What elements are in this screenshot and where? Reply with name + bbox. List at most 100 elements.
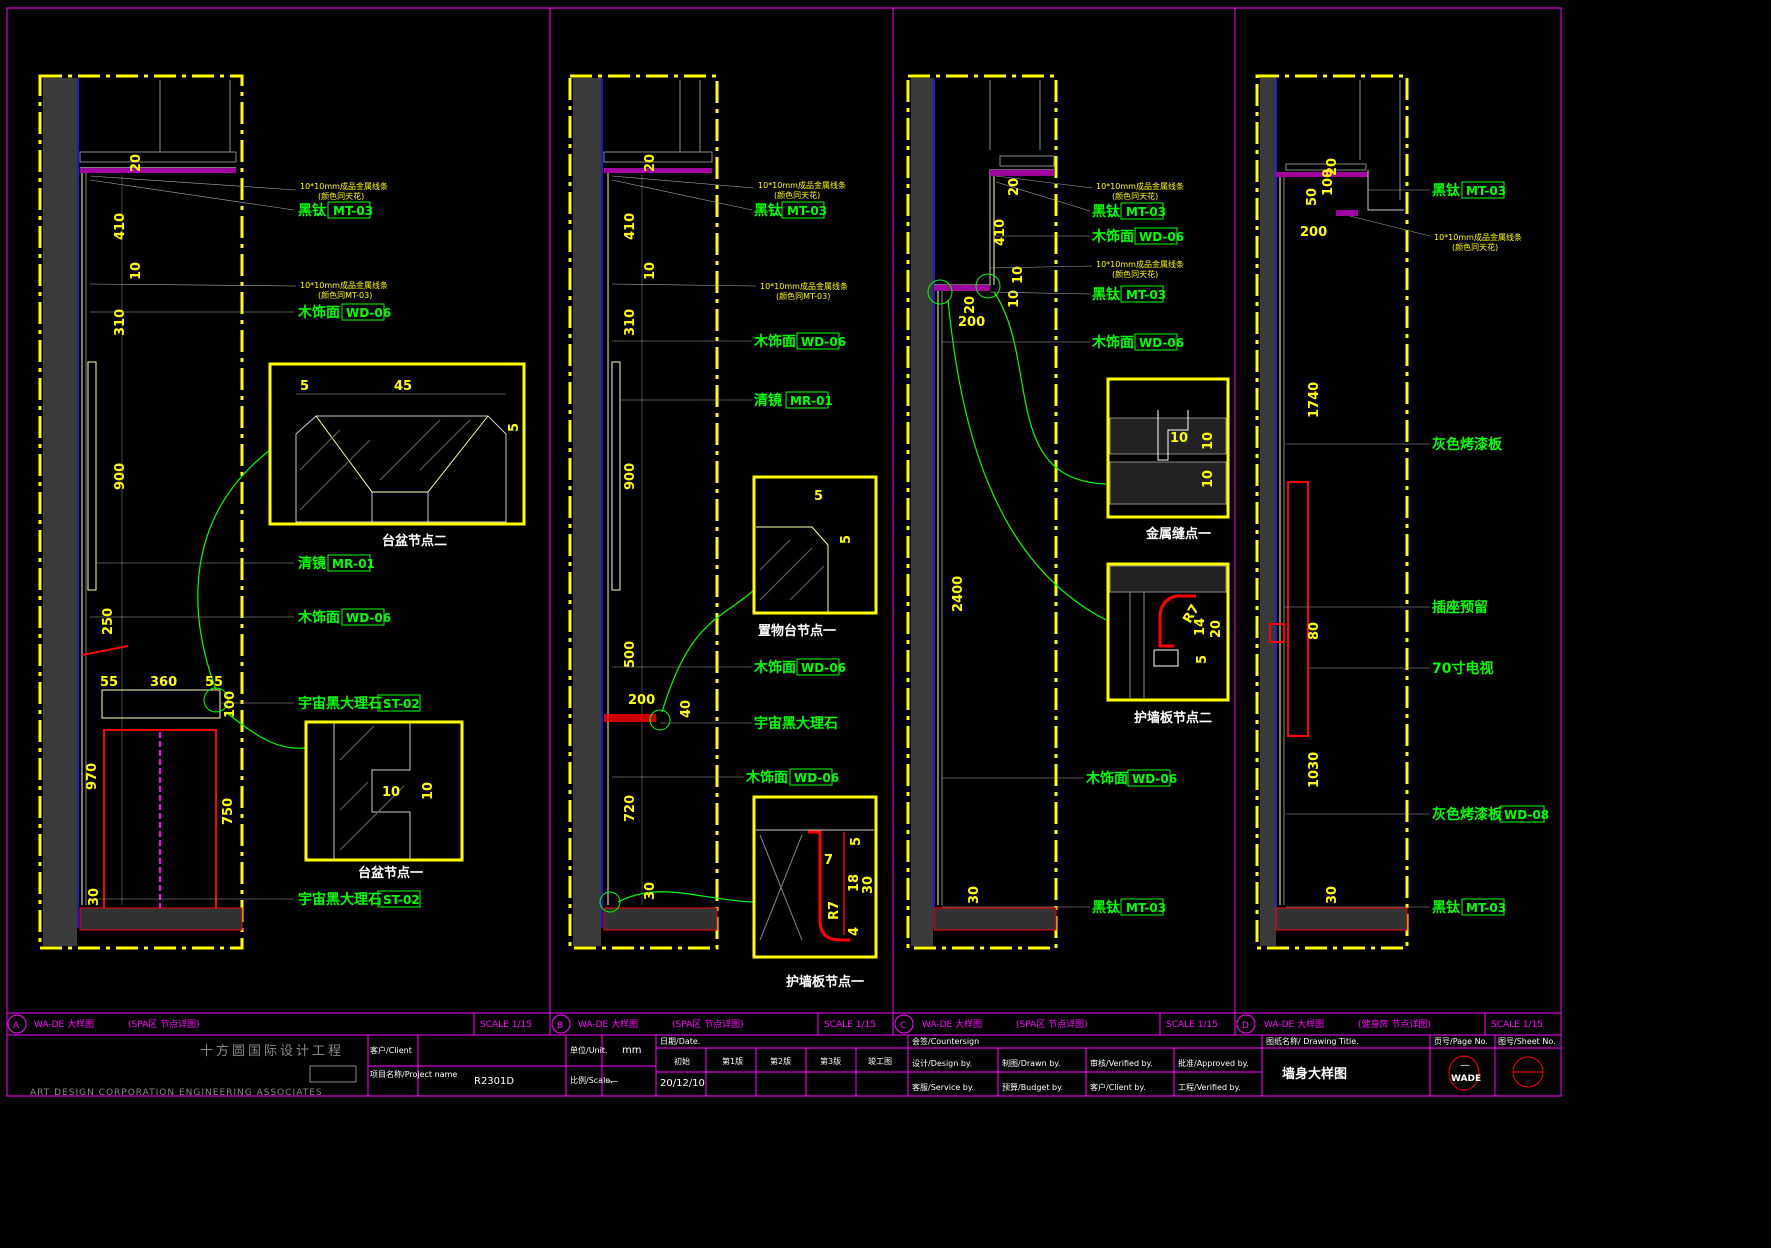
stage-label: 初始 xyxy=(674,1056,690,1066)
panel-scale: SCALE 1/15 xyxy=(824,1020,876,1030)
countersign-label: 会签/Countersign xyxy=(912,1036,979,1046)
note-text: (颜色同MT-03) xyxy=(776,291,830,301)
material-label: 黑钛 xyxy=(1092,286,1121,303)
vanity-cabinet xyxy=(103,729,217,911)
material-code: MT-03 xyxy=(1126,288,1166,302)
panel-title: (SPA区 节点详图) xyxy=(128,1018,200,1030)
dim-text: 10 xyxy=(1011,266,1026,284)
dim-text: 10 xyxy=(421,782,436,800)
dim-text: 5 xyxy=(814,489,823,504)
note-text: 10*10mm成品金属线条 xyxy=(1096,181,1184,191)
dim-text: 10 xyxy=(1170,431,1188,446)
note-text: (颜色同天花) xyxy=(1452,242,1498,252)
material-code: MR-01 xyxy=(790,394,833,408)
dim-text: 900 xyxy=(113,463,128,490)
drawing-title-label: 图纸名称/ Drawing Title. xyxy=(1266,1036,1359,1046)
dim-text: 200 xyxy=(958,315,985,330)
material-code: WD-06 xyxy=(794,771,839,785)
detail-frame xyxy=(752,475,878,615)
note-text: 10*10mm成品金属线条 xyxy=(1096,259,1184,269)
dim-text: 30 xyxy=(861,876,876,894)
detail-frame xyxy=(304,720,464,862)
dim-text: 250 xyxy=(101,608,116,635)
dim-text: 410 xyxy=(623,213,638,240)
ceiling-layer xyxy=(80,168,236,173)
note-text: (颜色同天花) xyxy=(1112,269,1158,279)
service-label: 客服/Service by. xyxy=(912,1082,974,1092)
verified2-label: 工程/Verified by. xyxy=(1178,1083,1241,1092)
material-code: MT-03 xyxy=(1126,205,1166,219)
detail-caption: 台盆节点一 xyxy=(358,865,423,881)
vanity-top xyxy=(101,689,221,719)
unit-label: 单位/Unit. xyxy=(570,1045,608,1055)
dim-text: 5 xyxy=(300,379,309,394)
material-label: 宇宙黑大理石 xyxy=(298,891,382,908)
dim-text: 900 xyxy=(623,463,638,490)
material-code: WD-06 xyxy=(346,306,391,320)
material-label: 宇宙黑大理石 xyxy=(754,715,838,732)
page-value: — xyxy=(1460,1060,1470,1071)
panel-id: B xyxy=(557,1021,563,1031)
panel-id: D xyxy=(1242,1021,1249,1031)
material-label: 木饰面 xyxy=(753,659,796,676)
note-text: 10*10mm成品金属线条 xyxy=(758,180,846,190)
material-label: 宇宙黑大理石 xyxy=(298,695,382,712)
panel-d-elevation: 20 100 50 200 1740 80 1030 30 10*10mm成品金… xyxy=(1255,74,1549,950)
material-label: 木饰面 xyxy=(297,609,340,626)
material-code: MR-01 xyxy=(332,557,375,571)
material-code: WD-06 xyxy=(1139,230,1184,244)
detail-caption: 置物台节点一 xyxy=(758,623,836,639)
material-label: 黑钛 xyxy=(1432,899,1461,916)
unit-value: mm xyxy=(622,1045,641,1056)
material-label: 木饰面 xyxy=(745,769,788,786)
dim-text: 5 xyxy=(849,837,864,846)
dim-text: 5 xyxy=(839,535,854,544)
dim-text: 45 xyxy=(394,379,412,394)
panel-view-name: WA-DE 大样图 xyxy=(1264,1018,1324,1030)
dim-text: 10 xyxy=(1201,432,1216,450)
panel-id: A xyxy=(13,1021,20,1031)
material-label: 灰色烤漆板 xyxy=(1432,436,1503,453)
dim-text: 750 xyxy=(221,798,236,825)
material-code: ST-02 xyxy=(383,893,420,907)
date-value: 20/12/10 xyxy=(660,1078,705,1089)
project-label: 项目名称/Project name xyxy=(370,1069,457,1079)
dim-text: 10 xyxy=(129,262,144,280)
dim-text: 10 xyxy=(1201,470,1216,488)
detail-caption: 护墙板节点二 xyxy=(1134,710,1212,726)
dim-text: 200 xyxy=(628,693,655,708)
dim-text: 40 xyxy=(679,700,694,718)
note-text: 10*10mm成品金属线条 xyxy=(300,181,388,191)
panel-b-elevation: 20 410 10 310 900 500 200 40 720 30 10*1… xyxy=(568,74,878,990)
drawing-title-value: 墙身大样图 xyxy=(1282,1066,1347,1082)
note-text: 10*10mm成品金属线条 xyxy=(300,280,388,290)
material-label: 木饰面 xyxy=(297,304,340,321)
panel-c-elevation: 20 410 10 10 20 200 2400 30 10*10mm成品金属线… xyxy=(906,74,1230,950)
dim-text: 970 xyxy=(85,763,100,790)
scale-label: 比例/Scale. xyxy=(570,1075,613,1085)
detail-frame xyxy=(752,795,878,959)
material-label: 清镜 xyxy=(754,392,782,409)
material-label: 黑钛 xyxy=(754,202,783,219)
shelf xyxy=(604,714,656,722)
panel-b-frame xyxy=(568,74,719,950)
dim-text: 20 xyxy=(1007,178,1022,196)
panel-a-elevation: 20 410 10 310 900 250 55 360 55 100 970 … xyxy=(38,74,526,950)
material-label: 清镜 xyxy=(298,555,326,572)
dim-text: 500 xyxy=(623,641,638,668)
dim-text: 20 xyxy=(963,296,978,314)
company-name-cn: 十方圆国际设计工程 xyxy=(200,1043,344,1059)
verified-label: 审核/Verified by. xyxy=(1090,1058,1153,1068)
note-text: (颜色同天花) xyxy=(318,191,364,201)
panel-a-frame xyxy=(38,74,244,950)
panel-c-frame xyxy=(906,74,1058,950)
dim-text: 410 xyxy=(993,219,1008,246)
panel-title: (SPA区 节点详图) xyxy=(672,1018,744,1030)
note-text: 10*10mm成品金属线条 xyxy=(1434,232,1522,242)
sheet-border xyxy=(6,7,1562,1097)
dim-text: 30 xyxy=(643,882,658,900)
note-text: 10*10mm成品金属线条 xyxy=(760,281,848,291)
budget-label: 预算/Budget by. xyxy=(1002,1082,1063,1092)
material-label: 木饰面 xyxy=(753,333,796,350)
page-logo-seal xyxy=(1448,1055,1480,1091)
